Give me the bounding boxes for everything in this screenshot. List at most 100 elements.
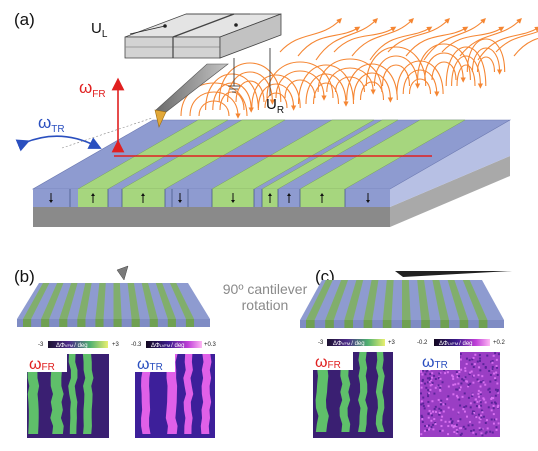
noise-pixel [455,388,458,391]
noise-pixel [483,398,486,401]
svg-text:-0.3: -0.3 [131,342,142,348]
afm-tip-icon [154,109,167,128]
domain-band [315,352,329,432]
noise-pixel [458,375,461,378]
svg-text:-3: -3 [318,340,324,346]
noise-pixel [491,368,494,371]
thumb-stripe-front [131,319,140,327]
noise-pixel [468,359,471,362]
noise-pixel [467,396,470,399]
field-line [471,47,503,75]
noise-pixel [447,433,450,436]
noise-pixel [491,365,494,368]
domain-band [375,352,385,432]
noise-pixel [463,406,466,409]
noise-pixel [496,373,499,376]
noise-pixel [469,420,472,423]
cantilever-icon-c [395,271,512,277]
thumb-stripe [141,283,158,319]
noise-pixel [461,378,464,381]
noise-pixel [484,366,487,369]
svg-text:+0.3: +0.3 [204,342,217,348]
noise-pixel [442,403,445,406]
noise-pixel [420,392,423,395]
noise-pixel [480,409,483,412]
noise-pixel [473,363,476,366]
noise-pixel [428,369,431,372]
arrow-head [49,200,53,203]
noise-pixel [464,367,467,370]
panel-c: (c) -3 ΔΦVFM/ deg +3 -0.2 ΔΦLVFM/ deg +0… [300,267,512,438]
noise-pixel [467,383,470,386]
noise-pixel [471,393,474,396]
arrow-head [268,193,272,196]
noise-pixel [427,428,430,431]
noise-pixel [462,408,465,411]
noise-pixel [480,432,483,435]
noise-pixel [479,418,482,421]
noise-pixel [432,410,435,413]
field-line [408,78,432,95]
field-line [333,26,397,53]
noise-pixel [481,411,484,414]
noise-pixel [458,386,461,389]
field-line [456,64,476,87]
noise-pixel [492,407,495,410]
noise-pixel [468,373,471,376]
noise-pixel [434,410,437,413]
noise-pixel [422,396,425,399]
noise-pixel [473,411,476,414]
label-bg-c-tr [420,352,460,370]
field-line [387,18,450,53]
noise-pixel [450,421,453,424]
panel-a: UL UR ωFR ωTR (a) [14,10,538,227]
noise-pixel [479,357,482,360]
noise-pixel [457,420,460,423]
field-line [451,55,484,89]
noise-pixel [482,381,485,384]
thumb-stripe-front [421,320,430,328]
noise-pixel [426,424,429,427]
noise-pixel [440,403,443,406]
noise-pixel [458,398,461,401]
noise-pixel [434,386,437,389]
field-line [396,60,444,95]
thumb-stripe [59,283,78,319]
field-line [476,56,496,73]
noise-pixel [479,391,482,394]
noise-pixel [441,381,444,384]
noise-pixel [424,373,427,376]
noise-pixel [461,395,464,398]
noise-pixel [496,366,499,369]
noise-pixel [494,394,497,397]
noise-pixel [451,374,454,377]
noise-pixel [438,407,441,410]
noise-pixel [471,410,474,413]
arrow-head [320,193,324,196]
svg-text:ΔΦVFM/ deg: ΔΦVFM/ deg [56,343,88,349]
noise-pixel [456,372,459,375]
noise-pixel [496,406,499,409]
domain-band [165,354,178,434]
field-line [279,18,342,53]
noise-pixel [474,398,477,401]
label-bg-b-fr [27,354,67,372]
field-line [235,80,265,103]
noise-pixel [454,383,457,386]
noise-pixel [459,433,462,436]
thumb-stripe [306,280,333,320]
noise-pixel [433,418,436,421]
label-c-omega-tr: ωTR [422,354,448,371]
noise-pixel [421,416,424,419]
noise-pixel [425,370,428,373]
noise-pixel [492,413,495,416]
noise-pixel [492,404,495,407]
svg-text:+3: +3 [388,340,396,346]
noise-pixel [444,403,447,406]
noise-pixel [450,424,453,427]
domain-band [339,352,351,432]
noise-pixel [427,395,430,398]
noise-pixel [434,423,437,426]
noise-pixel [478,406,481,409]
noise-pixel [431,383,434,386]
